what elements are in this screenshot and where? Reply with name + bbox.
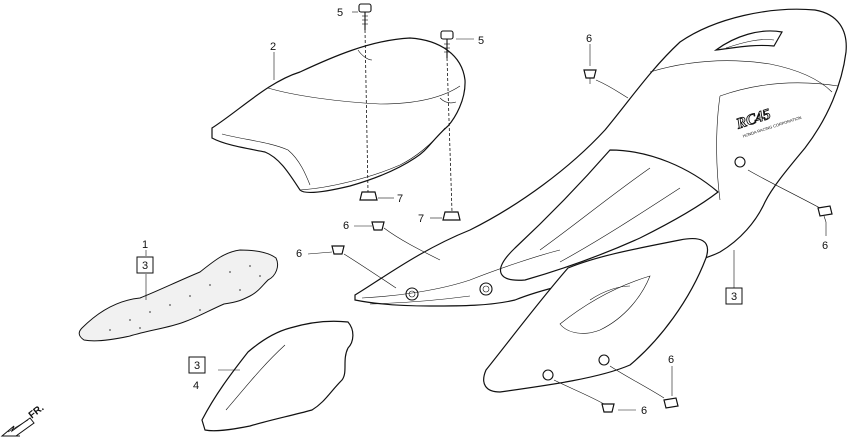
callout-6: 6 bbox=[822, 240, 828, 252]
guide-line bbox=[446, 57, 453, 213]
svg-text:3: 3 bbox=[142, 260, 148, 272]
callout-4: 4 bbox=[193, 380, 199, 392]
screw-top bbox=[583, 69, 629, 99]
callout-6: 6 bbox=[296, 248, 302, 260]
callout-5: 5 bbox=[478, 35, 484, 47]
screw-mid-b bbox=[331, 245, 397, 289]
screw-right bbox=[747, 169, 833, 223]
callout-6: 6 bbox=[586, 33, 592, 45]
seat bbox=[211, 37, 466, 194]
bolt-left bbox=[352, 3, 372, 30]
callout-7: 7 bbox=[397, 193, 403, 205]
nut-right bbox=[430, 211, 461, 221]
screw-low-b bbox=[553, 379, 615, 413]
lower-side-cover bbox=[483, 237, 709, 393]
callout-7: 7 bbox=[418, 213, 424, 225]
svg-text:3: 3 bbox=[731, 291, 737, 303]
nut-left bbox=[359, 191, 394, 201]
callout-box-3: 3 bbox=[136, 256, 154, 274]
bolt-right bbox=[440, 30, 474, 58]
callout-6: 6 bbox=[343, 220, 349, 232]
callout-box-3: 3 bbox=[725, 287, 743, 305]
guide-line bbox=[364, 29, 369, 193]
callout-5: 5 bbox=[337, 7, 343, 19]
svg-text:3: 3 bbox=[194, 360, 200, 372]
rear-cowl: RC45 HONDA RACING CORPORATION bbox=[354, 8, 847, 307]
callout-2: 2 bbox=[270, 41, 276, 53]
callout-6: 6 bbox=[668, 354, 674, 366]
callout-box-3: 3 bbox=[188, 356, 206, 374]
inner-panel bbox=[201, 320, 354, 432]
callout-1: 1 bbox=[142, 239, 148, 251]
screw-mid-a bbox=[371, 221, 441, 261]
seat-sponge bbox=[78, 249, 279, 342]
callout-6: 6 bbox=[641, 405, 647, 417]
screw-low-a bbox=[609, 365, 679, 409]
leader-lines bbox=[145, 44, 827, 411]
front-direction-arrow: FR. bbox=[0, 402, 46, 437]
